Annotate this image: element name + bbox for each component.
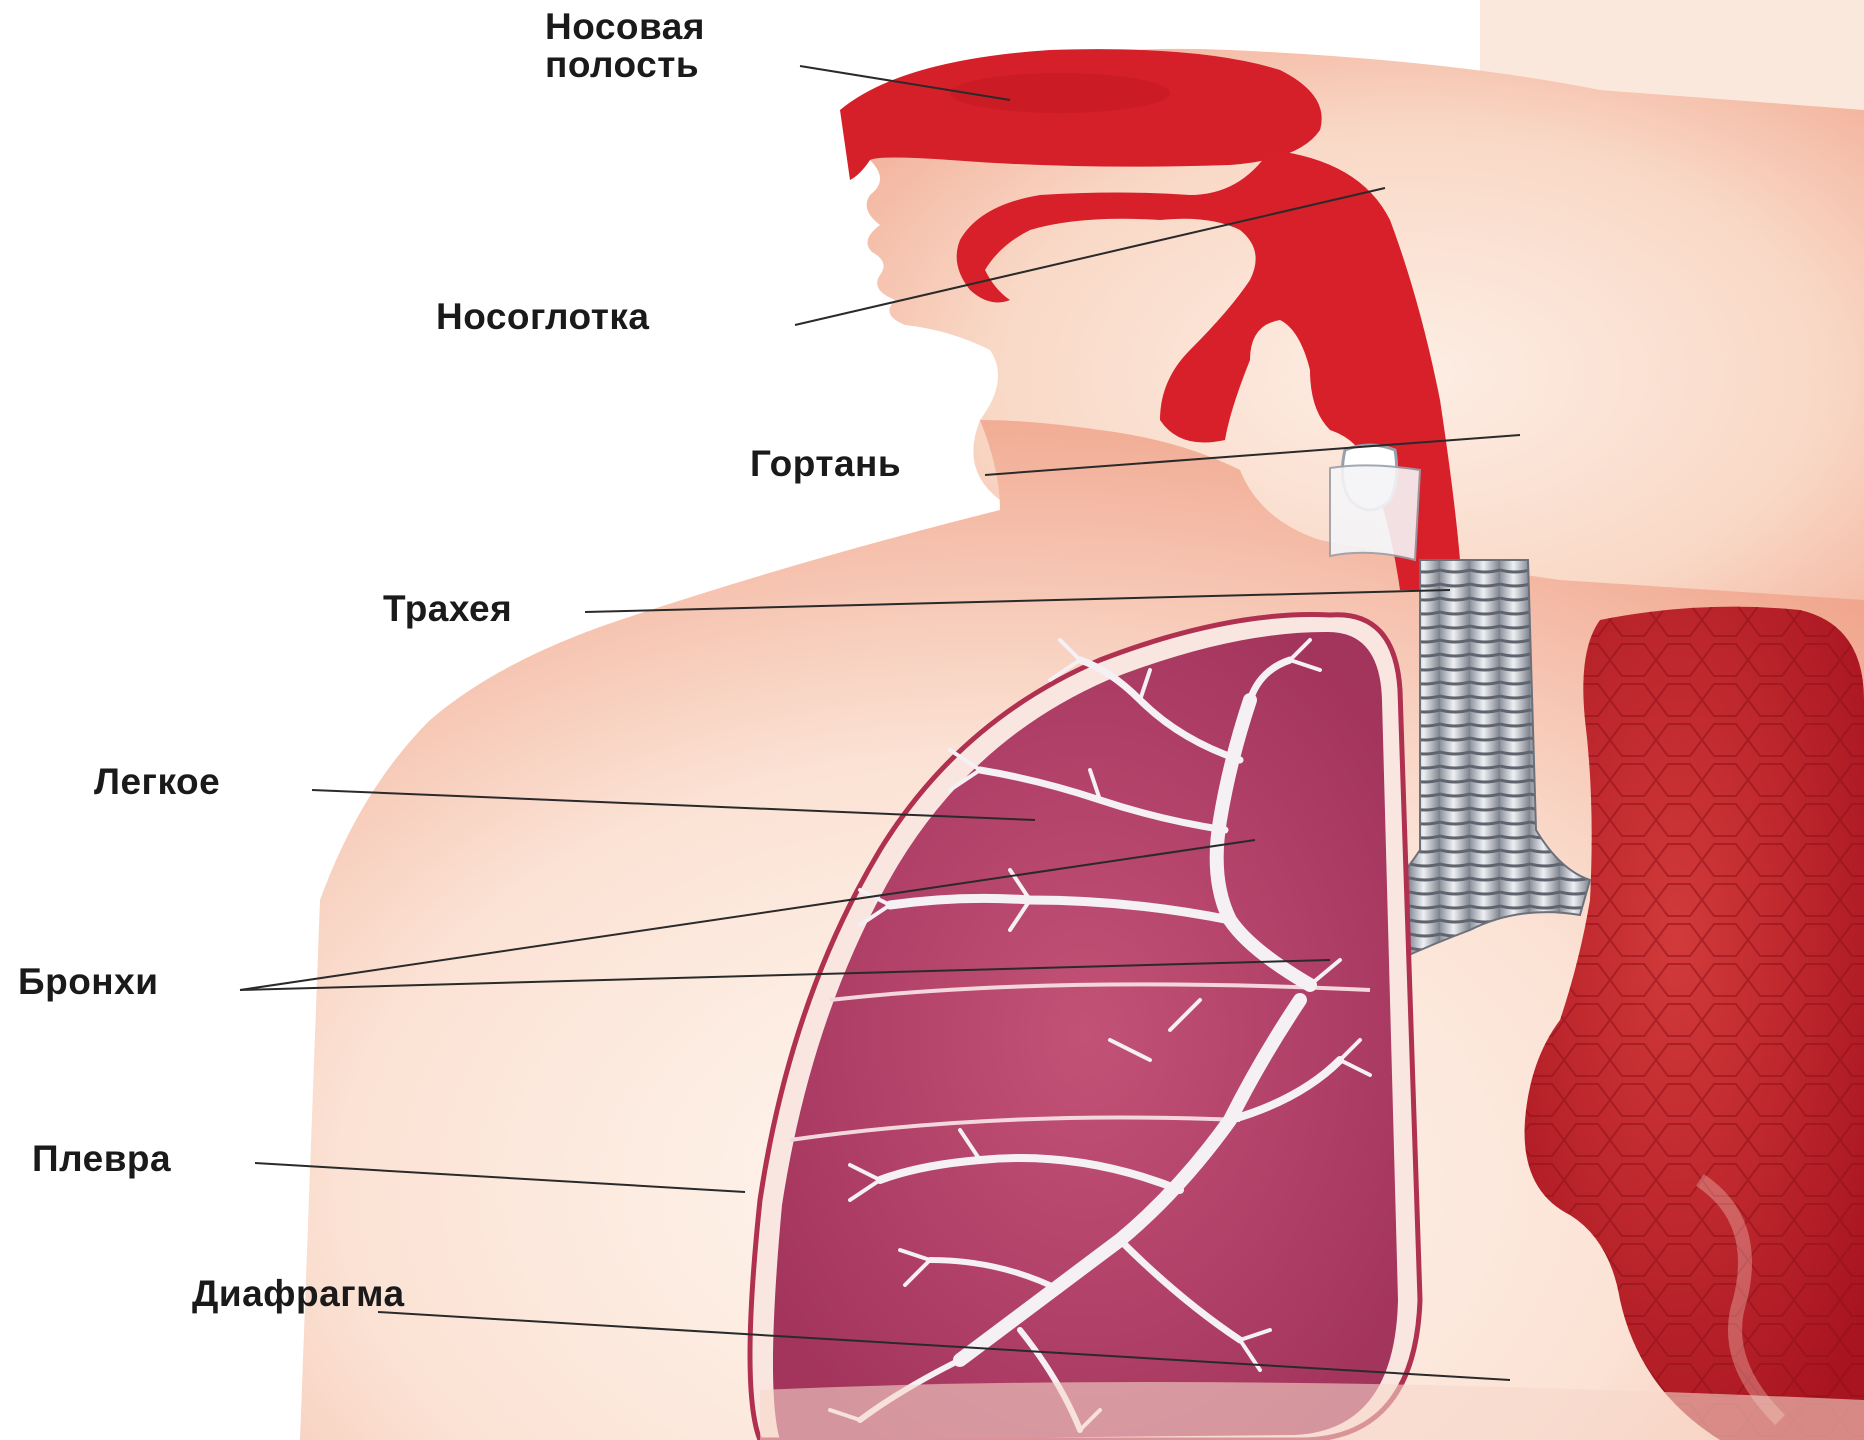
label-pleura: Плевра bbox=[32, 1140, 171, 1178]
label-nasal-cavity-line1: Носовая bbox=[545, 8, 705, 46]
label-diaphragm: Диафрагма bbox=[192, 1275, 405, 1313]
label-trachea: Трахея bbox=[383, 590, 512, 628]
label-nasal-cavity: Носовая полость bbox=[545, 8, 705, 84]
label-nasal-cavity-line2: полость bbox=[545, 46, 705, 84]
label-nasopharynx: Носоглотка bbox=[436, 298, 649, 336]
label-lung: Легкое bbox=[94, 763, 220, 801]
label-bronchi: Бронхи bbox=[18, 963, 158, 1001]
label-larynx: Гортань bbox=[750, 445, 901, 483]
